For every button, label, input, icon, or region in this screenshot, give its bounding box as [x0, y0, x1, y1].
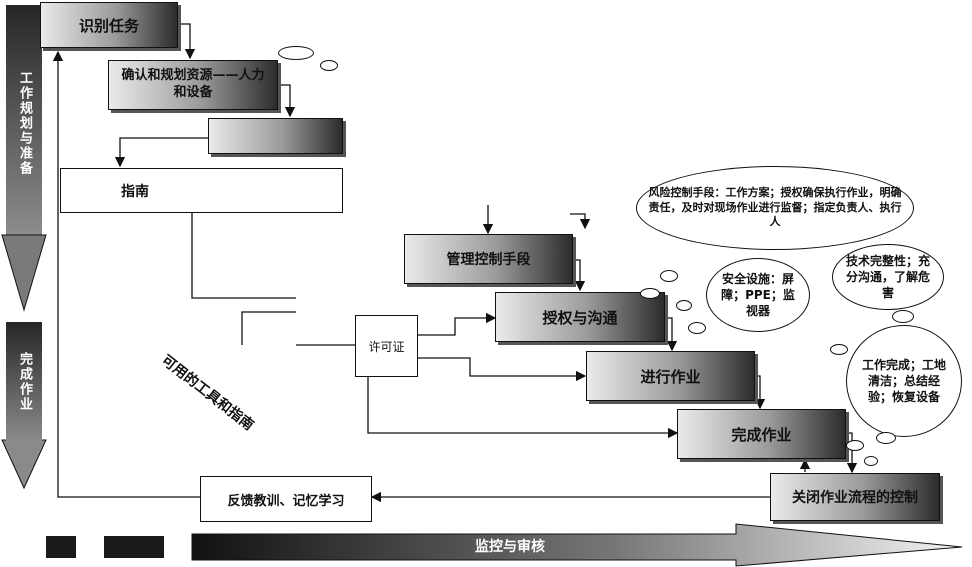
bubble [830, 344, 848, 355]
step-execute-work[interactable]: 进行作业 [586, 351, 755, 401]
phase-bar-operation [6, 322, 42, 442]
step-management-controls[interactable]: 管理控制手段 [404, 234, 573, 284]
cloud-safety-facilities: 安全设施：屏障；PPE；监视器 [706, 258, 810, 332]
arrow-controls-authorize [573, 259, 586, 292]
bubble [278, 46, 314, 60]
arrow-authorize-execute [665, 317, 678, 352]
bubble [688, 322, 706, 334]
arrow-permit-authorize [418, 312, 497, 336]
bottom-block-2 [104, 536, 164, 558]
cloud-risk-controls: 风险控制手段：工作方案；授权确保执行作业，明确责任，及时对现场作业进行监督；指定… [636, 166, 914, 250]
arrow-analyze-instruction [114, 137, 210, 168]
bubble [320, 60, 338, 71]
step-identify-task[interactable]: 识别任务 [40, 2, 178, 48]
permit-box[interactable]: 许可证 [355, 315, 418, 377]
phase-label-planning: 工作规划与准备 [17, 70, 32, 176]
arrow-permit-complete [367, 376, 679, 439]
cloud-work-completion: 工作完成；工地清洁；总结经验；恢复设备 [846, 325, 962, 437]
cloud-technical-integrity: 技术完整性；充分沟通，了解危害 [832, 244, 944, 310]
bottom-block-1 [46, 536, 76, 558]
step-close-control[interactable]: 关闭作业流程的控制 [770, 473, 940, 521]
step-instruction[interactable]: 指南 [60, 168, 343, 213]
tools-bracket [191, 208, 296, 299]
step-analyze[interactable] [208, 118, 343, 154]
arrow-permit-execute [418, 357, 587, 382]
arrow-feedback-identify [52, 50, 200, 498]
bubble [864, 456, 878, 466]
arrow-resources-analyze [278, 84, 296, 118]
arrow-tools-up [241, 311, 296, 345]
step-feedback[interactable]: 反馈教训、记忆学习 [200, 476, 372, 522]
arrow-small [570, 213, 591, 230]
step-complete-work[interactable]: 完成作业 [677, 409, 846, 459]
phase-bar-planning [6, 5, 42, 235]
bubble [660, 270, 678, 282]
arrow-identify-resources [178, 23, 196, 60]
phase-label-operation: 完成作业 [17, 352, 32, 412]
bubble [676, 300, 692, 311]
bubble [846, 440, 864, 451]
arrow-execute-complete [754, 375, 766, 410]
step-authorize-communicate[interactable]: 授权与沟通 [495, 292, 665, 342]
arrow-complete-close [846, 432, 858, 474]
bubble [876, 432, 896, 444]
monitoring-label: 监控与审核 [475, 539, 545, 555]
bubble [892, 310, 914, 323]
bubble [640, 288, 660, 299]
step-plan-resources[interactable]: 确认和规划资源——人力和设备 [108, 60, 278, 110]
